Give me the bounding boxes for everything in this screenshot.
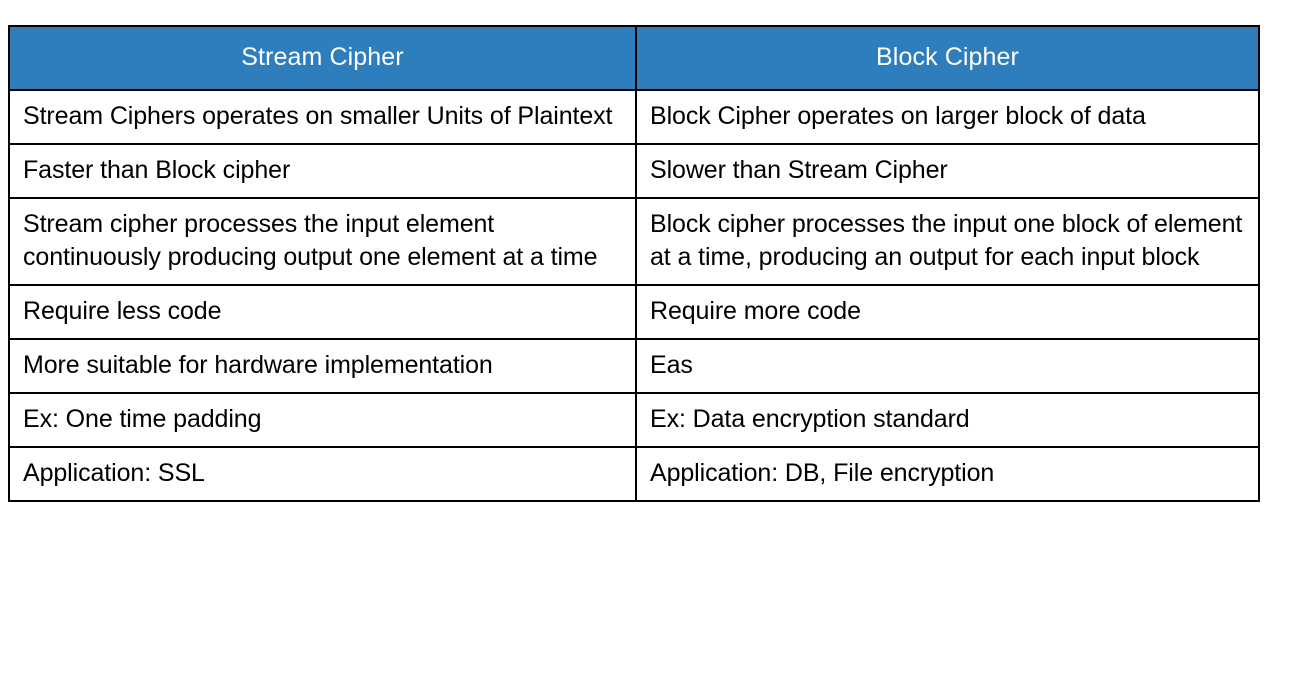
header-row: Stream Cipher Block Cipher (8, 25, 1260, 91)
table-header: Stream Cipher Block Cipher (8, 25, 1260, 91)
cell-stream-cipher: More suitable for hardware implementatio… (8, 337, 637, 394)
table-row: Ex: One time padding Ex: Data encryption… (8, 391, 1260, 448)
cell-stream-cipher: Stream Ciphers operates on smaller Units… (8, 88, 637, 145)
cell-block-cipher: Eas (635, 337, 1260, 394)
table-row: Stream cipher processes the input elemen… (8, 196, 1260, 286)
cell-block-cipher: Block cipher processes the input one blo… (635, 196, 1260, 286)
comparison-table: Stream Cipher Block Cipher Stream Cipher… (8, 25, 1260, 502)
cell-stream-cipher: Faster than Block cipher (8, 142, 637, 199)
cell-text: Faster than Block cipher (23, 155, 291, 184)
table-row: Require less code Require more code (8, 283, 1260, 340)
column-header-block-cipher: Block Cipher (635, 25, 1260, 91)
cell-stream-cipher: Application: SSL (8, 445, 637, 502)
table-body: Stream Ciphers operates on smaller Units… (8, 88, 1260, 502)
column-header-stream-cipher: Stream Cipher (8, 25, 637, 91)
cell-block-cipher: Require more code (635, 283, 1260, 340)
cell-stream-cipher: Require less code (8, 283, 637, 340)
table-row: Faster than Block cipher Slower than Str… (8, 142, 1260, 199)
cell-text: Stream Ciphers operates on smaller Units… (23, 101, 613, 130)
cell-text: Require more code (650, 296, 861, 325)
cell-stream-cipher: Ex: One time padding (8, 391, 637, 448)
cell-text: Eas (650, 350, 693, 379)
table-row: Application: SSL Application: DB, File e… (8, 445, 1260, 502)
cell-text: Application: SSL (23, 458, 205, 487)
table-row: Stream Ciphers operates on smaller Units… (8, 88, 1260, 145)
cell-text: Slower than Stream Cipher (650, 155, 948, 184)
cell-text: Application: DB, File encryption (650, 458, 995, 487)
cell-block-cipher: Block Cipher operates on larger block of… (635, 88, 1260, 145)
cell-text: Block Cipher operates on larger block of… (650, 101, 1146, 130)
table-row: More suitable for hardware implementatio… (8, 337, 1260, 394)
cell-text: Ex: One time padding (23, 404, 262, 433)
cell-block-cipher: Ex: Data encryption standard (635, 391, 1260, 448)
cell-text: Block cipher processes the input one blo… (650, 209, 1243, 271)
cell-block-cipher: Application: DB, File encryption (635, 445, 1260, 502)
cell-block-cipher: Slower than Stream Cipher (635, 142, 1260, 199)
cell-text: Ex: Data encryption standard (650, 404, 970, 433)
cell-stream-cipher: Stream cipher processes the input elemen… (8, 196, 637, 286)
cell-text: Require less code (23, 296, 222, 325)
cell-text: Stream cipher processes the input elemen… (23, 209, 598, 271)
cell-text: More suitable for hardware implementatio… (23, 350, 493, 379)
